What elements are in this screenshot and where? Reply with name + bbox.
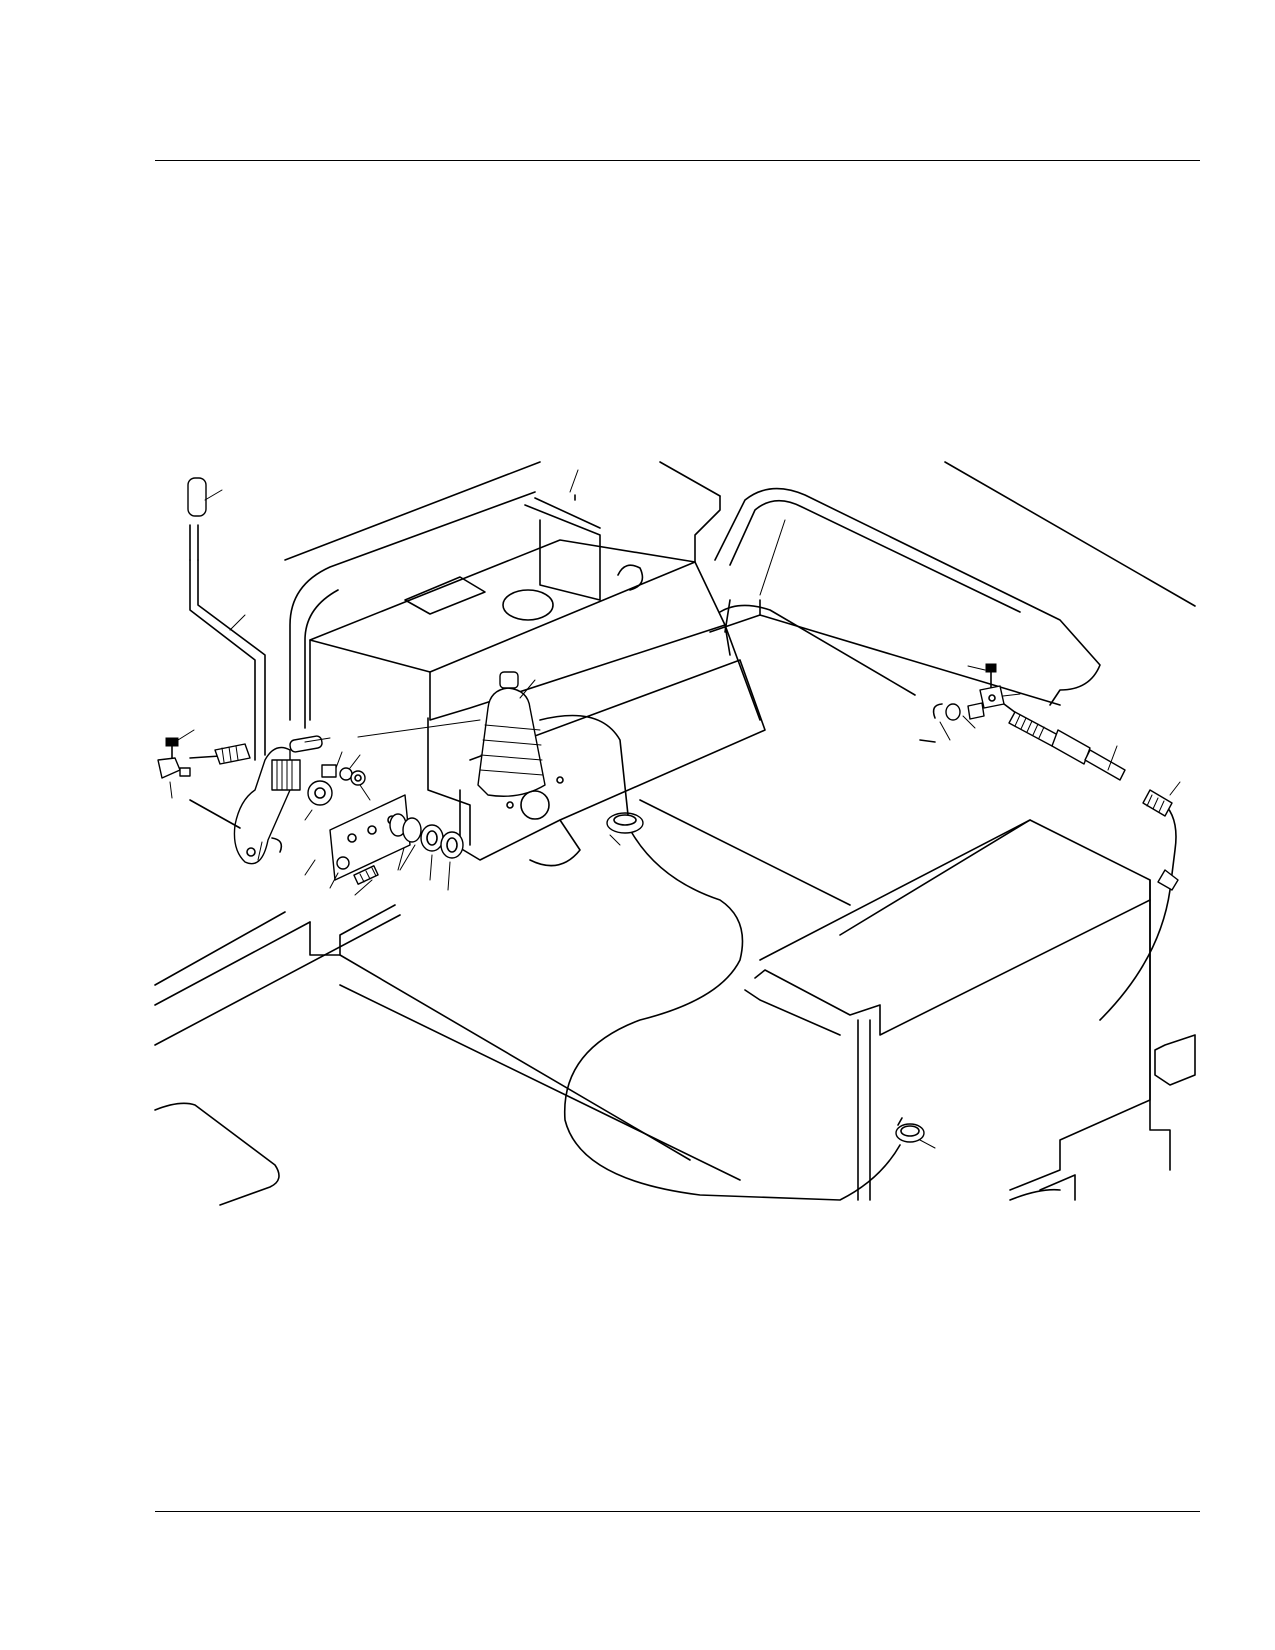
shift-lever bbox=[187, 477, 291, 865]
mounting-plate bbox=[329, 794, 411, 885]
frame-outline bbox=[154, 461, 1196, 1206]
hose-clamp bbox=[895, 1117, 925, 1143]
header-rule bbox=[155, 160, 1200, 161]
left-hardware bbox=[157, 737, 366, 829]
footer-rule bbox=[155, 1511, 1200, 1512]
right-cable-end bbox=[932, 663, 1126, 781]
control-cable bbox=[539, 714, 1179, 1201]
grommet bbox=[606, 812, 644, 834]
spring-stub bbox=[271, 735, 323, 791]
washers-nuts bbox=[389, 813, 464, 859]
leader-lines bbox=[169, 469, 1181, 1149]
rubber-boot bbox=[477, 671, 564, 820]
